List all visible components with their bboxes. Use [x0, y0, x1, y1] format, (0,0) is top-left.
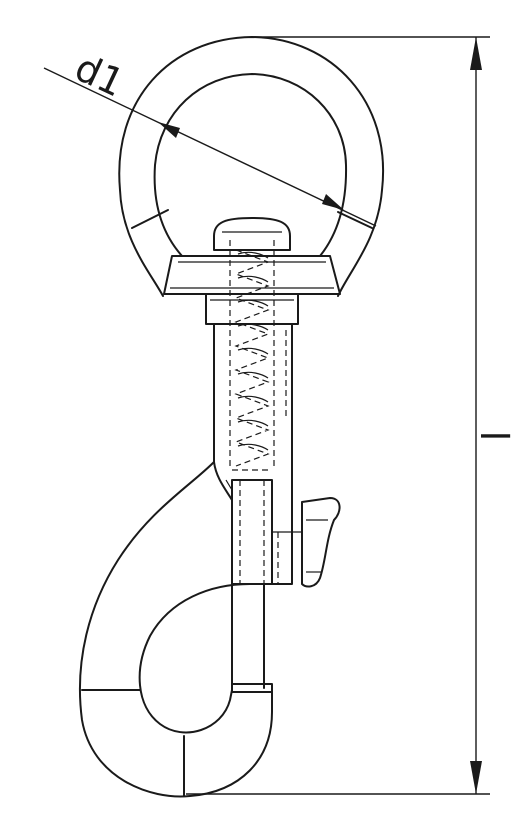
l-arrow-bottom — [470, 761, 482, 794]
internal-spring — [234, 249, 270, 467]
hook-body — [79, 461, 293, 798]
dimension-d1: d1 — [43, 45, 377, 227]
spring-gate — [231, 479, 341, 588]
dimension-l: l — [186, 36, 519, 795]
d1-label: d1 — [68, 45, 130, 105]
d1-arrow-end — [322, 194, 344, 210]
swivel-head — [205, 217, 299, 325]
d1-arrow-start — [158, 122, 180, 138]
hook-shank — [213, 240, 293, 501]
l-arrow-top — [470, 37, 482, 70]
l-label: l — [475, 431, 519, 442]
